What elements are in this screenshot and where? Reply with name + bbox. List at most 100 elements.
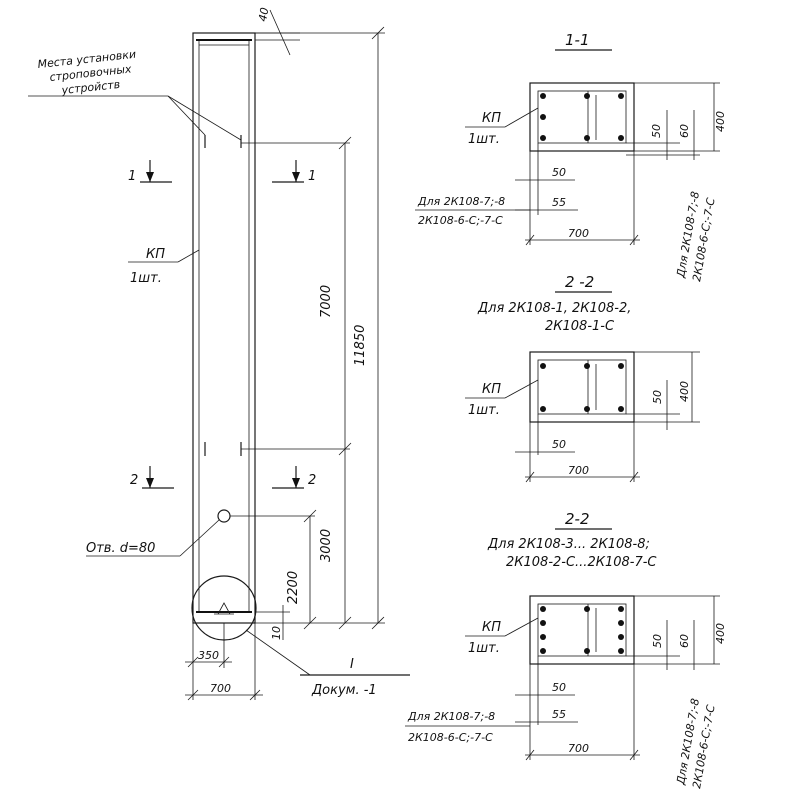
kp-qty: 1шт. <box>468 403 500 418</box>
tick <box>187 689 199 701</box>
rebar <box>584 135 590 141</box>
note-line1: Для 2К108-7;-8 <box>417 195 505 208</box>
column-elevation: 40 Места установки строповочных устройст… <box>28 6 410 701</box>
section-2-2a-subtitle2: 2К108-1-С <box>545 319 615 334</box>
rebar <box>584 363 590 369</box>
section-2-2a-subtitle1: Для 2К108-1, 2К108-2, <box>477 301 631 316</box>
arrow-head <box>146 172 154 182</box>
dim-11850: 11850 <box>353 325 368 366</box>
tick <box>525 749 535 761</box>
section-2-2a-cage <box>537 359 627 415</box>
dim-55: 55 <box>552 708 566 721</box>
kp-qty: 1шт. <box>130 271 162 286</box>
rebar <box>618 135 624 141</box>
dim-10: 10 <box>270 626 283 640</box>
section-1-left: 1 <box>128 169 136 184</box>
rebar <box>584 606 590 612</box>
rebar <box>618 620 624 626</box>
sling-note-leader-2 <box>167 95 242 141</box>
dim-tick <box>269 9 291 56</box>
tick <box>303 509 317 523</box>
section-2-2a: 2 -2 Для 2К108-1, 2К108-2, 2К108-1-С КП … <box>465 273 700 483</box>
section-1-1-outline <box>529 82 635 152</box>
detail-ref: Докум. -1 <box>311 683 377 698</box>
dim-50-top: 50 <box>552 166 566 179</box>
tick <box>338 616 352 630</box>
arrow-head <box>146 478 154 488</box>
dim-7000: 7000 <box>319 285 334 318</box>
sling-note-leader-1 <box>167 95 206 136</box>
tick <box>629 749 639 761</box>
kp-qty: 1шт. <box>468 641 500 656</box>
dim-400: 400 <box>678 381 691 402</box>
rebar <box>540 606 546 612</box>
tick <box>371 26 385 40</box>
section-1-1-cage <box>537 90 627 144</box>
section-1-1: 1-1 КП 1шт. 50 60 400 Для 2К108-7;-8 2К1… <box>415 31 727 283</box>
section-2-2b-title: 2-2 <box>565 510 590 528</box>
dim-40: 40 <box>256 6 271 22</box>
kp-leader <box>504 107 539 128</box>
section-2-left: 2 <box>130 473 138 488</box>
dim-700: 700 <box>568 742 589 755</box>
rebar <box>540 114 546 120</box>
kp-label: КП <box>482 111 501 126</box>
dim-3000: 3000 <box>319 529 334 562</box>
rebar <box>618 634 624 640</box>
section-1-right: 1 <box>308 169 316 184</box>
rebar <box>618 406 624 412</box>
dim-55: 55 <box>552 196 566 209</box>
dim-700: 700 <box>210 682 231 695</box>
arrow-head <box>292 172 300 182</box>
tick <box>338 136 352 150</box>
rebar <box>540 135 546 141</box>
note-line2: 2К108-6-С;-7-С <box>418 214 503 227</box>
tick <box>303 616 317 630</box>
tick <box>629 471 639 483</box>
rebar <box>618 93 624 99</box>
dim-50-top: 50 <box>552 681 566 694</box>
tick <box>525 234 535 246</box>
rebar <box>584 648 590 654</box>
rebar <box>540 93 546 99</box>
hole-leader <box>179 519 220 557</box>
kp-qty: 1шт. <box>468 132 500 147</box>
section-2-2a-outline <box>529 351 635 423</box>
hole-label: Отв. d=80 <box>86 541 155 556</box>
section-2-2b-subtitle1: Для 2К108-3... 2К108-8; <box>487 537 650 552</box>
section-1-1-title: 1-1 <box>565 31 590 49</box>
tick <box>218 656 230 668</box>
kp-label: КП <box>482 382 501 397</box>
note-line1: Для 2К108-7;-8 <box>407 710 495 723</box>
dim-60: 60 <box>678 124 691 138</box>
column-outline <box>192 32 256 624</box>
dim-50-right: 50 <box>651 634 664 648</box>
dim-50-bottom: 50 <box>552 438 566 451</box>
tick <box>249 689 261 701</box>
dim-60: 60 <box>678 634 691 648</box>
hole-circle <box>217 509 231 523</box>
rebar <box>540 648 546 654</box>
detail-inner-mark <box>217 602 231 615</box>
dim-400: 400 <box>714 111 727 132</box>
rebar <box>584 406 590 412</box>
tick <box>187 656 199 668</box>
dim-350: 350 <box>198 649 219 662</box>
section-2-2b: 2-2 Для 2К108-3... 2К108-8; 2К108-2-С...… <box>405 510 727 790</box>
kp-leader <box>177 249 200 263</box>
dim-50-right: 50 <box>650 124 663 138</box>
kp-leader <box>504 617 539 637</box>
detail-label: I <box>350 657 354 672</box>
section-2-2b-outline <box>529 595 635 665</box>
section-2-right: 2 <box>308 473 316 488</box>
rebar <box>618 363 624 369</box>
tick <box>338 442 352 456</box>
dim-400: 400 <box>714 623 727 644</box>
section-2-2b-cage <box>537 603 627 657</box>
tick <box>371 616 385 630</box>
rebar <box>540 620 546 626</box>
tick <box>629 234 639 246</box>
kp-leader <box>504 379 539 399</box>
dim-700: 700 <box>568 227 589 240</box>
